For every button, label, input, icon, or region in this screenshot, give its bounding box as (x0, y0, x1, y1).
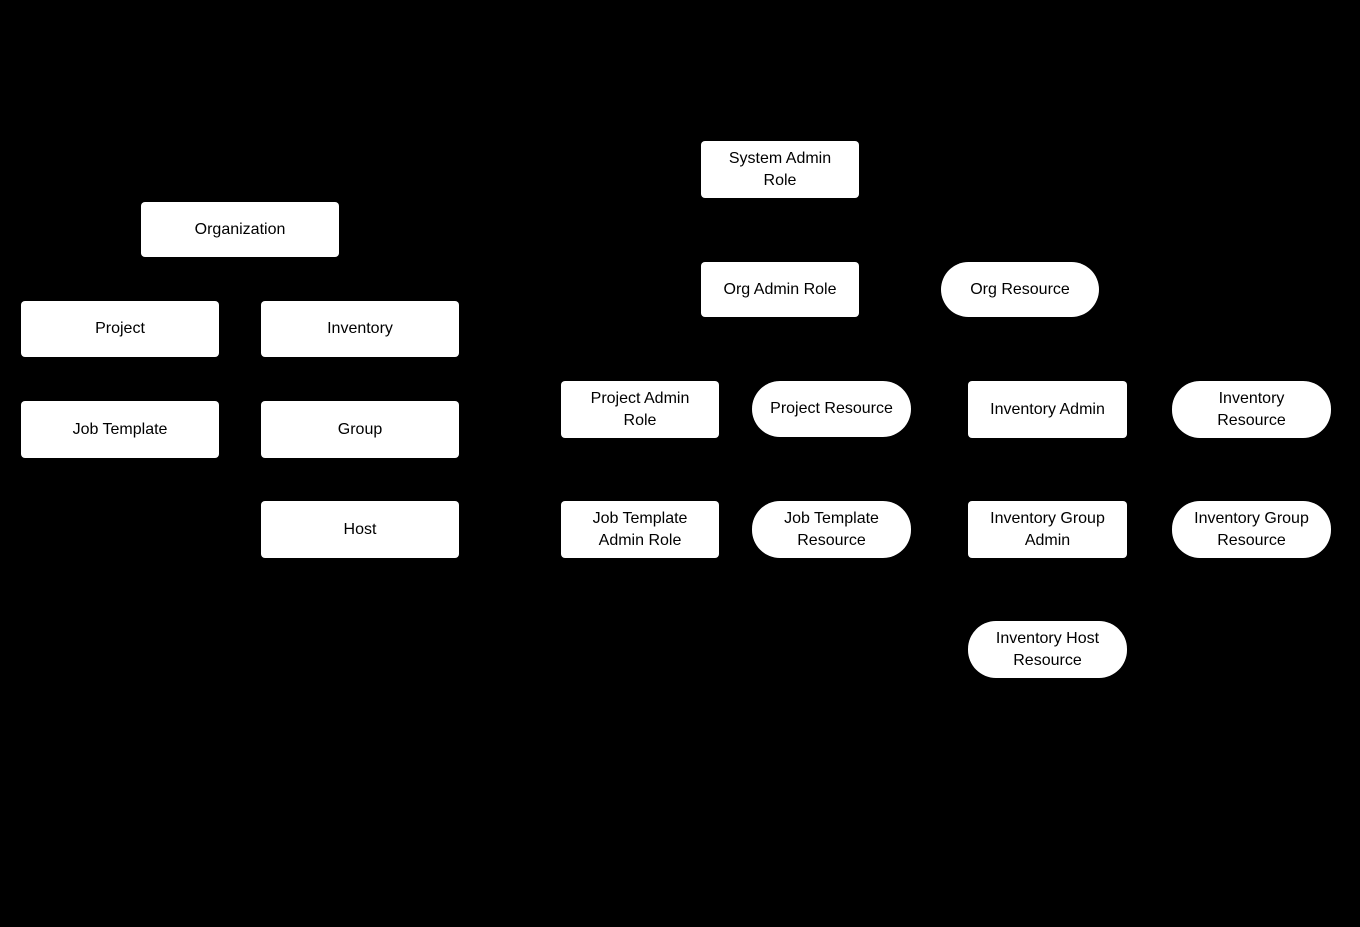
node-label: Project Admin Role (590, 389, 690, 429)
node-label: Org Resource (970, 280, 1070, 298)
node-label: Org Admin Role (723, 280, 837, 298)
node-inventory-host-resource: Inventory Host Resource (968, 621, 1127, 678)
node-label: Inventory Group Resource (1194, 509, 1309, 549)
node-inventory-resource: Inventory Resource (1172, 381, 1331, 438)
node-group: Group (261, 401, 459, 458)
node-label: Job Template Resource (784, 509, 879, 549)
node-label: Job Template Admin Role (592, 509, 688, 549)
node-project-admin-role: Project Admin Role (561, 381, 719, 438)
node-label: Project (95, 320, 145, 338)
node-system-admin-role: System Admin Role (701, 141, 859, 198)
node-inventory-admin: Inventory Admin (968, 381, 1127, 438)
node-label: Job Template (72, 420, 168, 438)
node-project-resource: Project Resource (752, 381, 911, 437)
node-job-template-admin-role: Job Template Admin Role (561, 501, 719, 558)
node-label: Group (337, 420, 383, 438)
node-host: Host (261, 501, 459, 558)
node-label: System Admin Role (728, 149, 832, 189)
node-label: Organization (194, 220, 286, 238)
node-label: Inventory Host Resource (995, 629, 1100, 669)
node-job-template: Job Template (21, 401, 219, 458)
node-organization: Organization (141, 202, 339, 257)
node-inventory: Inventory (261, 301, 459, 357)
node-label: Inventory Admin (990, 400, 1105, 418)
node-project: Project (21, 301, 219, 357)
node-org-resource: Org Resource (941, 262, 1099, 317)
node-inventory-group-admin: Inventory Group Admin (968, 501, 1127, 558)
node-label: Inventory Resource (1217, 389, 1286, 429)
node-label: Inventory Group Admin (990, 509, 1105, 549)
node-org-admin-role: Org Admin Role (701, 262, 859, 317)
node-label: Inventory (327, 320, 393, 338)
node-inventory-group-resource: Inventory Group Resource (1172, 501, 1331, 558)
node-label: Project Resource (770, 400, 893, 418)
node-label: Host (343, 520, 377, 538)
node-job-template-resource: Job Template Resource (752, 501, 911, 558)
